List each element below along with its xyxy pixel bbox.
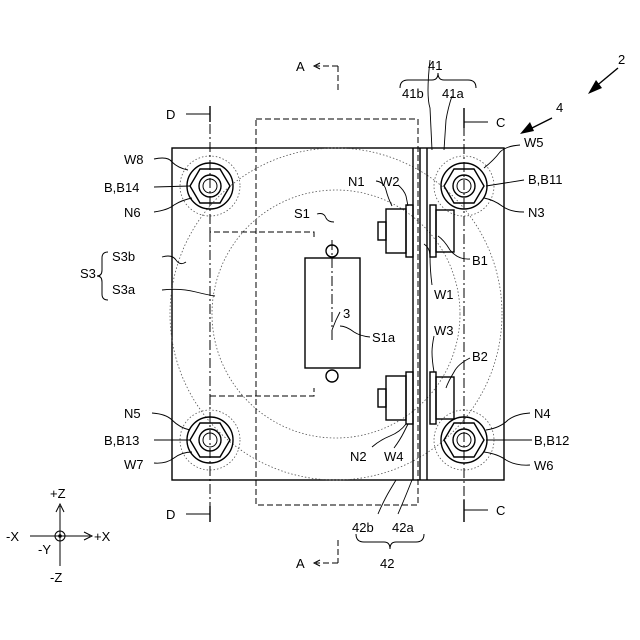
label-section-a-top: A bbox=[296, 59, 305, 74]
axis-minus-x: -X bbox=[6, 529, 19, 544]
leader-lines bbox=[152, 60, 532, 514]
label-n3: N3 bbox=[528, 205, 545, 220]
brace-s3 bbox=[97, 252, 108, 300]
axis-minus-z: -Z bbox=[50, 570, 62, 585]
label-section-a-bot: A bbox=[296, 556, 305, 571]
label-n6: N6 bbox=[124, 205, 141, 220]
label-b11: B,B11 bbox=[528, 172, 562, 187]
label-fig-2: 2 bbox=[618, 52, 625, 67]
label-s3b: S3b bbox=[112, 249, 135, 264]
label-42a: 42a bbox=[392, 520, 414, 535]
label-s3a: S3a bbox=[112, 282, 136, 297]
label-4: 4 bbox=[556, 100, 563, 115]
label-3: 3 bbox=[343, 306, 350, 321]
circle-s3b bbox=[170, 148, 502, 480]
axis-plus-x: +X bbox=[94, 529, 111, 544]
label-n1: N1 bbox=[348, 174, 365, 189]
axis-minus-y: -Y bbox=[38, 542, 51, 557]
axis-plus-z: +Z bbox=[50, 486, 66, 501]
label-42b: 42b bbox=[352, 520, 374, 535]
label-n5: N5 bbox=[124, 406, 141, 421]
frame-s1-top bbox=[210, 227, 314, 240]
label-41: 41 bbox=[428, 58, 442, 73]
label-b1: B1 bbox=[472, 253, 488, 268]
label-w1: W1 bbox=[434, 287, 454, 302]
label-w7: W7 bbox=[124, 457, 144, 472]
label-w3: W3 bbox=[434, 323, 454, 338]
label-b2: B2 bbox=[472, 349, 488, 364]
label-section-c-bot: C bbox=[496, 503, 505, 518]
label-section-d-bot: D bbox=[166, 507, 175, 522]
label-42: 42 bbox=[380, 556, 394, 571]
label-s3: S3 bbox=[80, 266, 96, 281]
label-s1a: S1a bbox=[372, 330, 396, 345]
label-n2: N2 bbox=[350, 449, 367, 464]
label-w4: W4 bbox=[384, 449, 404, 464]
label-b14: B,B14 bbox=[104, 180, 139, 195]
label-b13: B,B13 bbox=[104, 433, 139, 448]
label-41a: 41a bbox=[442, 86, 464, 101]
frame-s1-bottom bbox=[210, 388, 314, 405]
label-n4: N4 bbox=[534, 406, 551, 421]
circle-s3a bbox=[212, 190, 460, 438]
label-w2: W2 bbox=[380, 174, 400, 189]
label-s1: S1 bbox=[294, 206, 310, 221]
label-section-d-top: D bbox=[166, 107, 175, 122]
lower-fastener bbox=[378, 372, 454, 424]
label-w8: W8 bbox=[124, 152, 144, 167]
label-41b: 41b bbox=[402, 86, 424, 101]
upper-fastener bbox=[378, 205, 454, 257]
brace-42 bbox=[356, 534, 424, 549]
label-w6: W6 bbox=[534, 458, 554, 473]
label-section-c-top: C bbox=[496, 115, 505, 130]
bottom-pin bbox=[326, 370, 338, 382]
label-w5: W5 bbox=[524, 135, 544, 150]
label-b12: B,B12 bbox=[534, 433, 569, 448]
